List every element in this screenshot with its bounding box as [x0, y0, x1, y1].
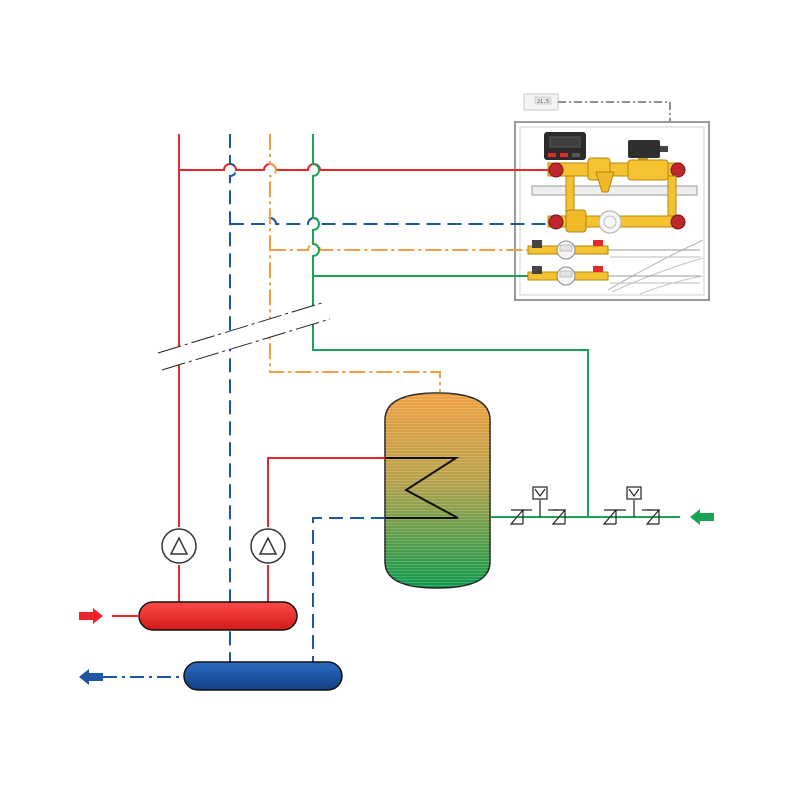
return-header — [183, 661, 343, 691]
pump-icon — [169, 536, 189, 555]
controller-display: 21.5 — [537, 99, 549, 105]
check-valve-group-2 — [602, 486, 661, 525]
heat-meter-calculator — [544, 132, 586, 160]
break-symbol — [157, 301, 331, 371]
vent-valve-icon — [626, 486, 642, 500]
return-valve-assembly — [547, 209, 686, 234]
heating-supply-riser — [178, 134, 548, 602]
dhw-storage-tank — [384, 392, 491, 589]
heating-supply-arrow — [79, 608, 103, 624]
cold-water-inlet-arrow — [690, 509, 714, 525]
check-valve-icon — [509, 509, 525, 525]
coil-supply-line — [267, 457, 385, 527]
check-valve-icon — [602, 509, 618, 525]
pump-icon — [258, 536, 278, 555]
vent-valve-icon — [532, 486, 548, 500]
dhw-circulation-line — [269, 134, 528, 392]
room-controller: 21.5 — [523, 93, 559, 111]
supply-valve-assembly — [547, 157, 686, 223]
supply-header — [138, 601, 298, 631]
check-valve-icon — [645, 509, 661, 525]
coil-return-line — [312, 517, 385, 662]
heat-exchanger-coil — [385, 457, 460, 519]
check-valve-group-1 — [509, 486, 567, 525]
check-valve-icon — [551, 509, 567, 525]
heating-pump — [161, 528, 197, 564]
heating-return-arrow — [79, 669, 103, 685]
cold-water-meter — [527, 266, 609, 286]
heating-return-riser — [229, 134, 548, 662]
tank-charging-pump — [250, 528, 286, 564]
